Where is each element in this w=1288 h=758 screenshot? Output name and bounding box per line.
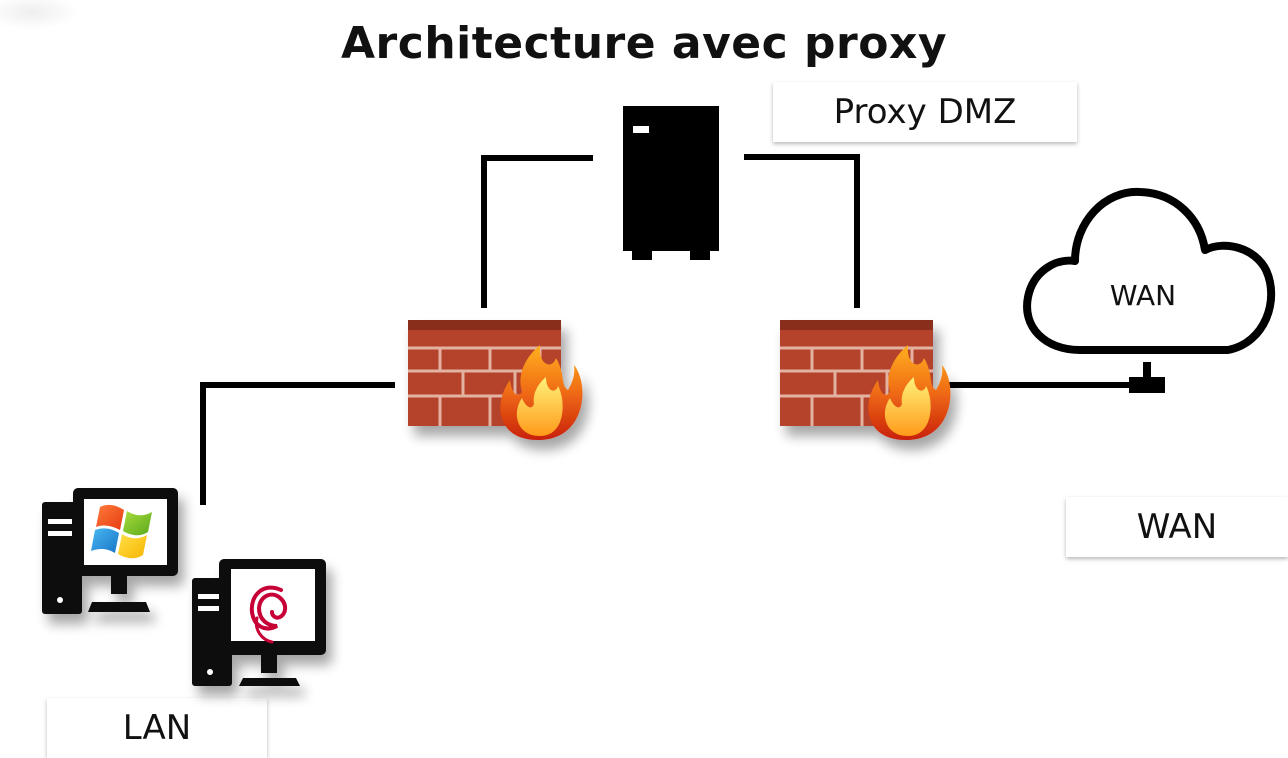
connection-lines bbox=[200, 154, 1148, 505]
proxy-dmz-label: Proxy DMZ bbox=[773, 82, 1077, 142]
debian-desktop-icon bbox=[192, 559, 326, 686]
link-server-firewall-right bbox=[744, 154, 860, 308]
corner-decoration bbox=[0, 0, 80, 30]
diagram-title: Architecture avec proxy bbox=[340, 18, 947, 69]
wan-label: WAN bbox=[1066, 497, 1288, 557]
cloud-connector bbox=[1129, 362, 1165, 393]
windows-desktop-icon bbox=[42, 488, 178, 614]
firewall-icon bbox=[780, 320, 951, 440]
lan-label: LAN bbox=[47, 698, 267, 758]
link-server-firewall-left bbox=[481, 155, 593, 308]
cloud-icon bbox=[1023, 187, 1276, 354]
firewall-icon bbox=[408, 320, 583, 440]
server-tower-icon bbox=[623, 106, 719, 260]
link-firewall-left-lan bbox=[200, 382, 395, 505]
cloud-label: WAN bbox=[1110, 279, 1176, 312]
